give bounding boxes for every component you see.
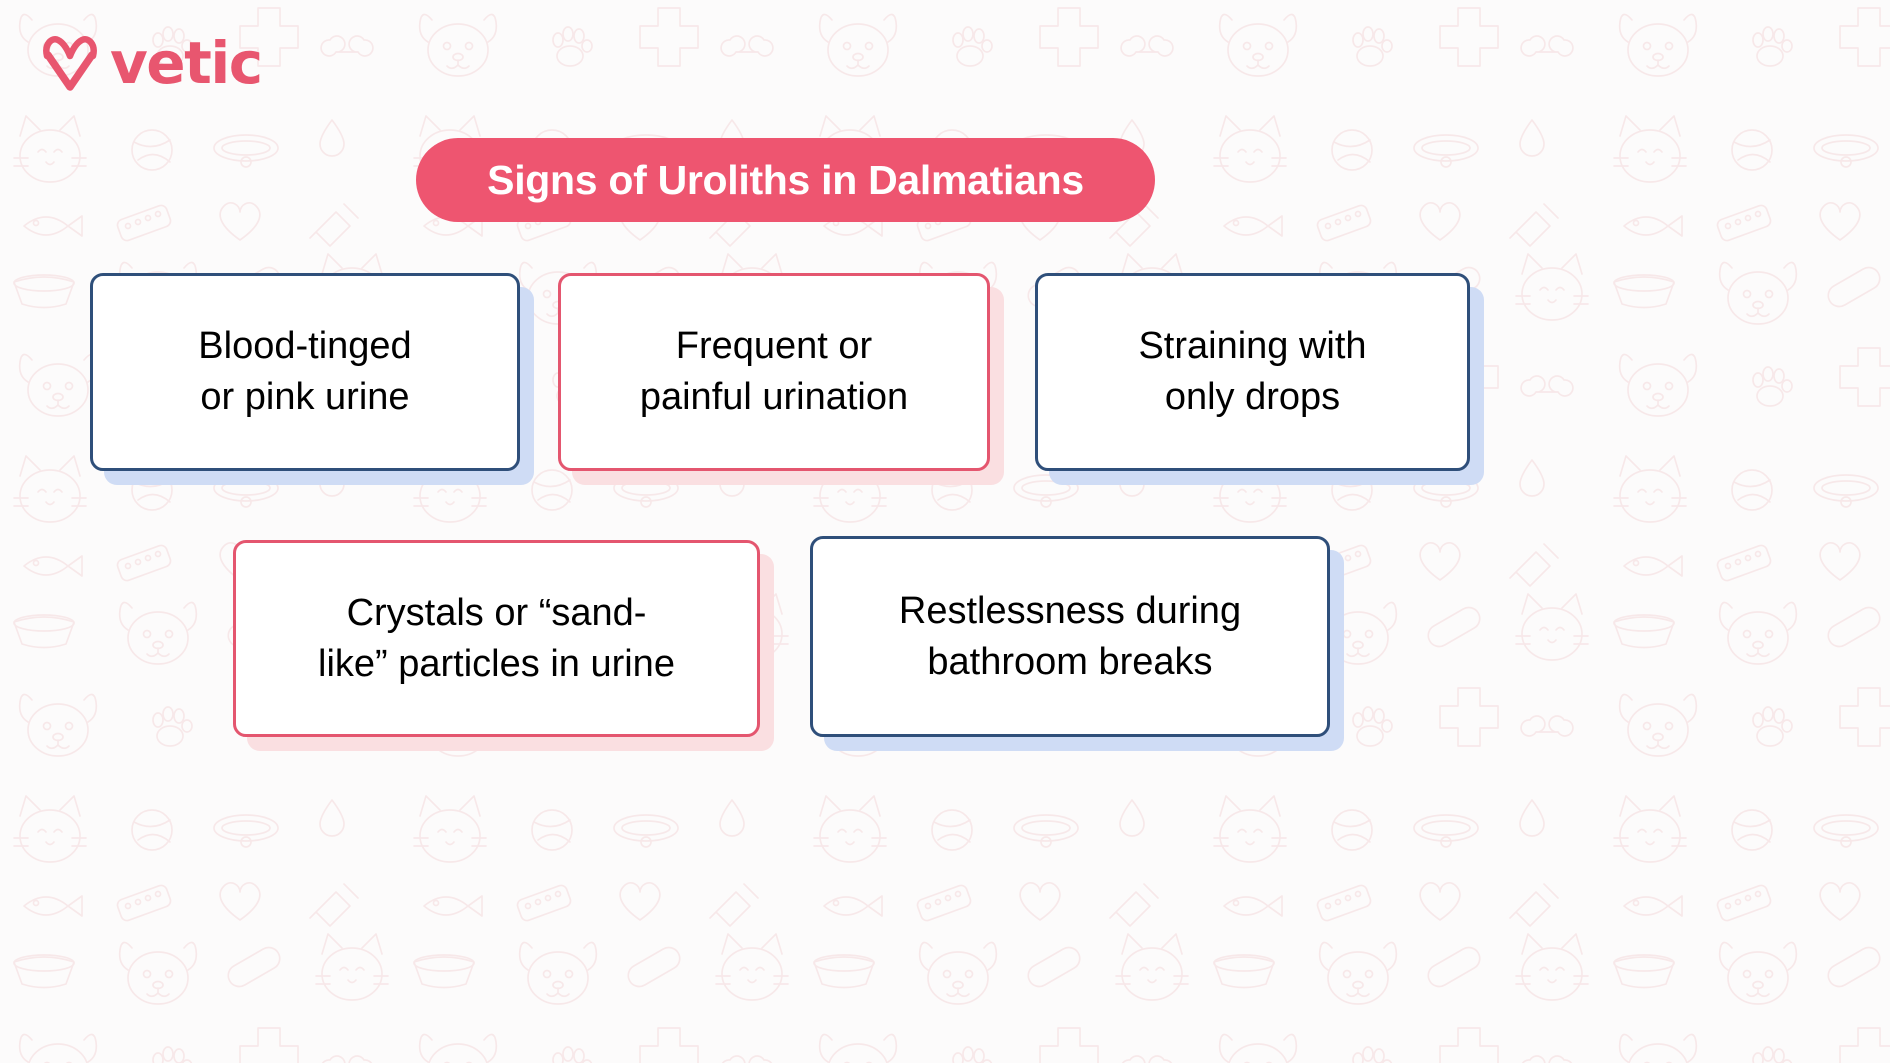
sign-card-label: Restlessness during bathroom breaks	[898, 589, 1242, 683]
sign-card-label: Frequent or painful urination	[639, 325, 909, 418]
sign-card-blood-tinged-or-pink-urine: Blood-tinged or pink urine	[90, 273, 520, 471]
heart-v-icon	[43, 36, 97, 91]
sign-card-crystals-or-sand-like-particles-in-urine: Crystals or “sand- like” particles in ur…	[233, 540, 760, 737]
sign-card-restlessness-during-bathroom-breaks: Restlessness during bathroom breaks	[810, 536, 1330, 737]
brand-logo: vetic	[42, 29, 263, 97]
sign-card-label: Straining with only drops	[1138, 325, 1367, 418]
title-banner: Signs of Uroliths in Dalmatians	[416, 138, 1155, 222]
sign-card-straining-with-only-drops: Straining with only drops	[1035, 273, 1470, 471]
sign-card-label: Blood-tinged or pink urine	[198, 325, 412, 418]
page-title: Signs of Uroliths in Dalmatians	[487, 156, 1084, 203]
sign-card-label: Crystals or “sand- like” particles in ur…	[318, 591, 675, 685]
sign-card-frequent-or-painful-urination: Frequent or painful urination	[558, 273, 990, 471]
brand-name: vetic	[110, 29, 263, 97]
